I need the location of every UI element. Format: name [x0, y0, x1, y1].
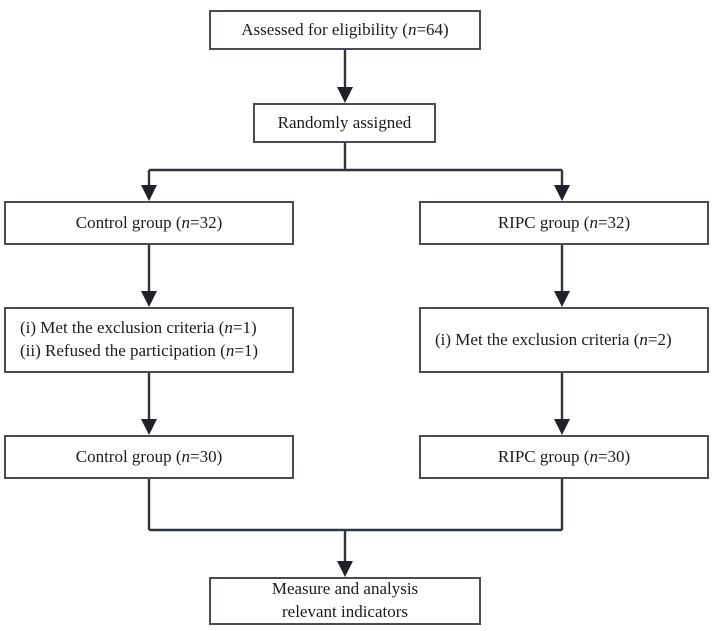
node-ripc-group-allocated[interactable]: RIPC group (n=32) — [419, 201, 709, 245]
node-assessed-label: Assessed for eligibility (n=64) — [241, 19, 449, 39]
node-control-exclusions[interactable]: (i) Met the exclusion criteria (n=1)(ii)… — [4, 307, 294, 373]
arrowhead-ripc-analyzed — [554, 419, 570, 435]
node-randomly-assigned[interactable]: Randomly assigned — [253, 103, 436, 143]
node-ripc-analyzed-label: RIPC group (n=30) — [497, 446, 631, 466]
node-randomly-assigned-label: Randomly assigned — [277, 112, 412, 132]
arrowhead-control-analyzed — [141, 419, 157, 435]
node-assessed-for-eligibility[interactable]: Assessed for eligibility (n=64) — [209, 10, 481, 50]
node-control-group-allocated[interactable]: Control group (n=32) — [4, 201, 294, 245]
arrowhead-control-allocated — [141, 185, 157, 201]
arrowhead-randomized — [337, 87, 353, 103]
arrowhead-ripc-excluded — [554, 291, 570, 307]
node-control-group-analyzed[interactable]: Control group (n=30) — [4, 435, 294, 479]
node-ripc-group-analyzed[interactable]: RIPC group (n=30) — [419, 435, 709, 479]
node-ripc-allocated-label: RIPC group (n=32) — [497, 212, 631, 232]
node-ripc-exclusions[interactable]: (i) Met the exclusion criteria (n=2) — [419, 307, 709, 373]
arrowhead-measure — [337, 561, 353, 577]
node-control-exclusions-label: (i) Met the exclusion criteria (n=1)(ii)… — [20, 318, 259, 360]
node-control-analyzed-label: Control group (n=30) — [75, 446, 223, 466]
arrowhead-ripc-allocated — [554, 185, 570, 201]
arrowhead-control-excluded — [141, 291, 157, 307]
node-ripc-exclusions-label: (i) Met the exclusion criteria (n=2) — [435, 329, 672, 349]
node-control-allocated-label: Control group (n=32) — [75, 212, 223, 232]
